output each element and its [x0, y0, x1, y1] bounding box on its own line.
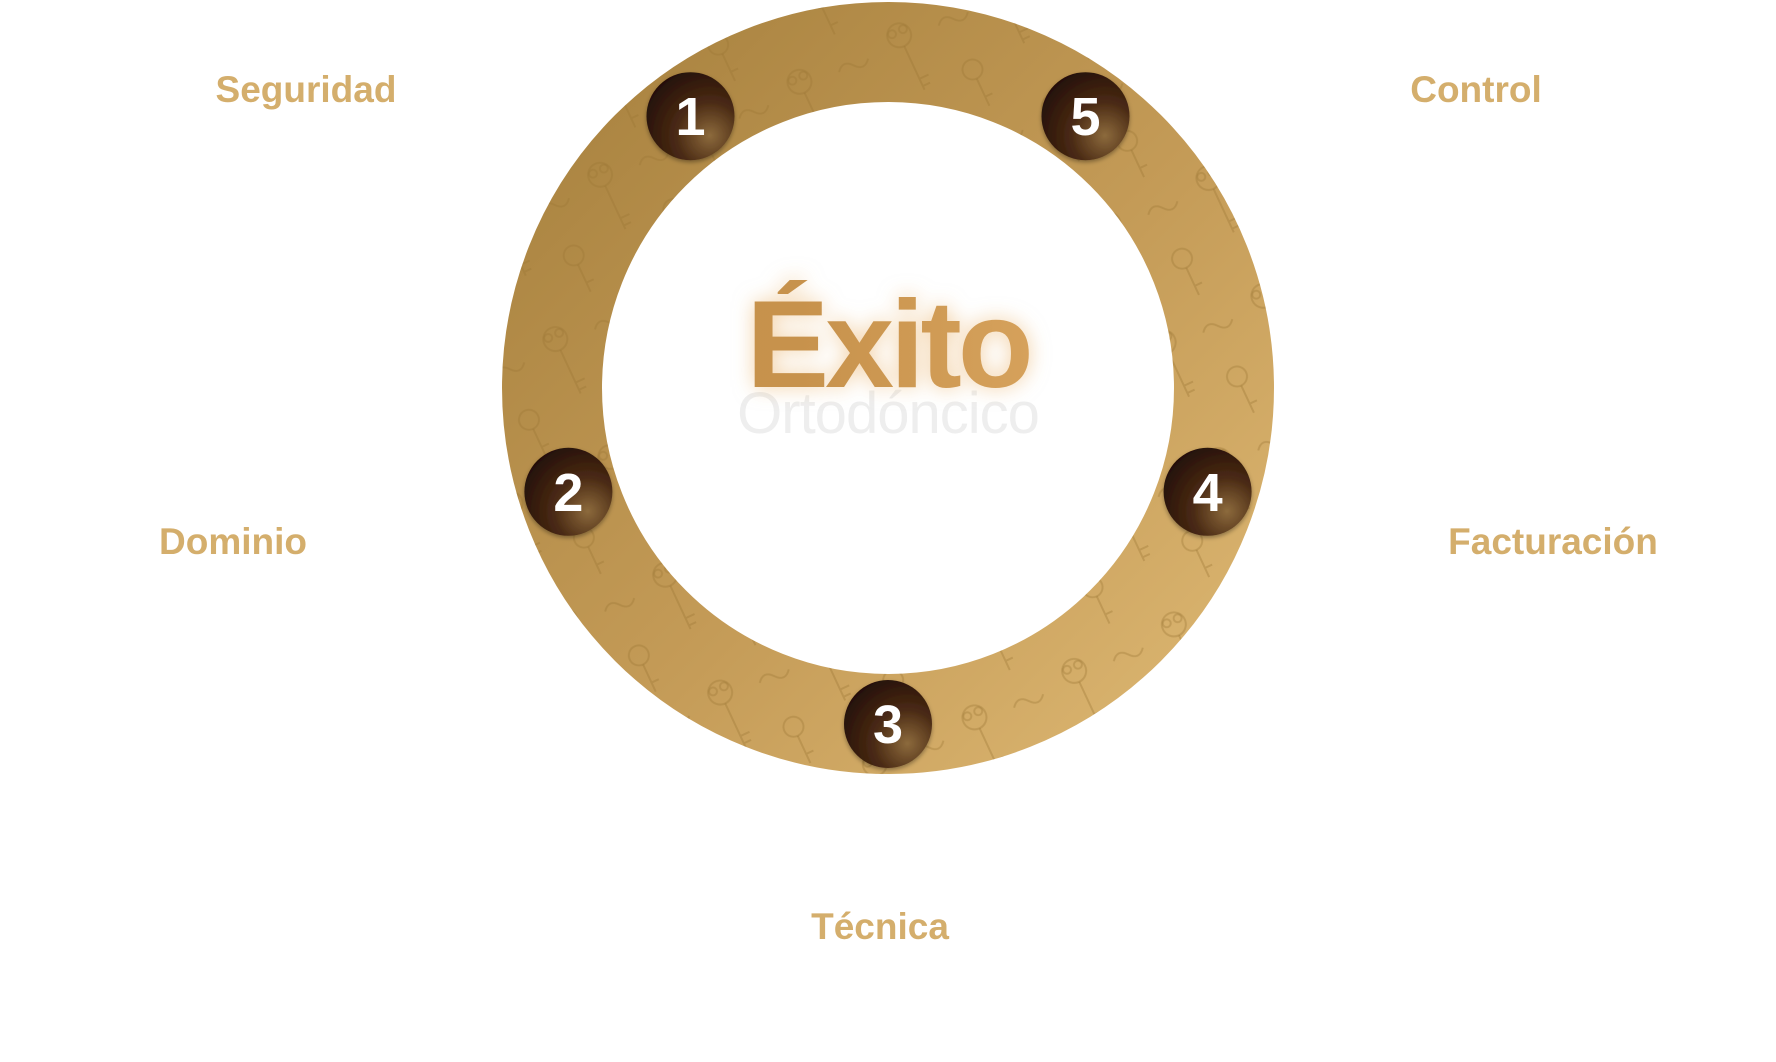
step-badge-number: 4 [1193, 463, 1223, 523]
step-badge-4: 4 [1164, 448, 1252, 536]
step-badge-number: 5 [1070, 87, 1100, 147]
step-badge-1: 1 [647, 72, 735, 160]
cycle-ring-pattern [552, 52, 1224, 724]
step-label-seguridad: Seguridad [216, 68, 397, 112]
step-label-control: Control [1410, 68, 1542, 112]
step-label-facturacion: Facturación [1448, 520, 1658, 564]
step-label-tecnica: Técnica [811, 905, 949, 949]
step-badge-number: 2 [553, 463, 583, 523]
step-badge-number: 1 [675, 87, 705, 147]
step-badge-5: 5 [1042, 72, 1130, 160]
step-badge-3: 3 [844, 680, 932, 768]
step-badge-2: 2 [524, 448, 612, 536]
step-label-dominio: Dominio [159, 520, 307, 564]
step-badge-number: 3 [873, 695, 903, 755]
